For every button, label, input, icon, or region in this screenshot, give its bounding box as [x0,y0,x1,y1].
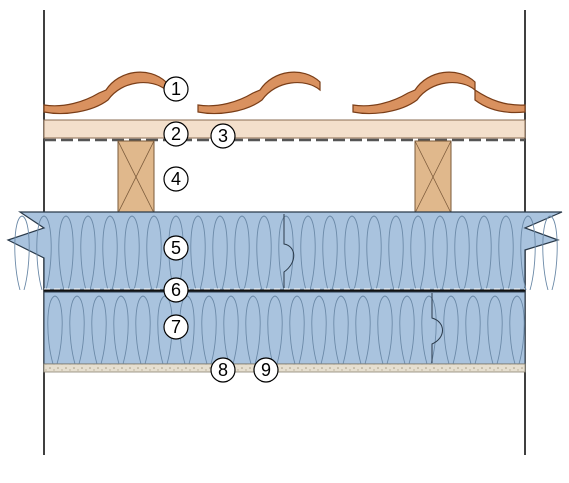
ceiling-lining [43,363,526,373]
insulation-fiber [421,295,437,364]
insulation-fiber [311,295,327,364]
insulation-fiber [69,295,85,364]
insulation-fiber [476,215,492,290]
roof-tile [43,71,167,115]
rafter-left [117,140,155,214]
roof-tile [352,71,476,115]
insulation-fiber [355,295,371,364]
insulation-fiber [344,215,360,290]
insulation-fiber [168,215,184,290]
insulation-fiber [388,215,404,290]
rafter-right [414,140,452,214]
insulation-fiber [487,295,503,364]
callout-8-label: 8 [218,360,228,380]
insulation-lower [43,291,526,365]
insulation-fiber [14,215,30,290]
callout-4-label: 4 [171,169,181,189]
insulation-fiber [333,295,349,364]
callout-5: 5 [163,235,189,261]
callout-7: 7 [163,314,189,340]
insulation-fiber [80,215,96,290]
insulation-fiber [454,215,470,290]
callout-5-label: 5 [171,238,181,258]
insulation-fiber [212,215,228,290]
insulation-fiber [102,215,118,290]
callout-1: 1 [163,76,189,102]
insulation-fiber [278,215,294,290]
callout-7-label: 7 [171,317,181,337]
insulation-fiber [146,215,162,290]
insulation-fiber [289,295,305,364]
insulation-fiber [245,295,261,364]
insulation-fiber [322,215,338,290]
insulation-fiber [91,295,107,364]
insulation-fiber [520,215,536,290]
insulation-fiber [443,295,459,364]
callout-4: 4 [163,166,189,192]
insulation-fiber [532,296,546,364]
callout-1-label: 1 [171,79,181,99]
insulation-fiber [124,215,140,290]
insulation-fiber [498,215,514,290]
insulation-fiber [465,295,481,364]
insulation-fiber [58,215,74,290]
callout-3-label: 3 [218,126,228,146]
insulation-fiber [509,295,525,364]
roof-tile-end [474,88,526,114]
insulation-fiber [234,215,250,290]
callout-9: 9 [253,357,279,383]
insulation-fiber [47,295,63,364]
insulation-fiber [190,215,206,290]
sarking-board [43,119,526,139]
insulation-lower-fibers [47,295,546,364]
insulation-fiber [377,295,393,364]
insulation-fiber [36,215,52,290]
callout-6-label: 6 [171,280,181,300]
callout-6: 6 [163,277,189,303]
insulation-upper-fibers [14,215,558,290]
insulation-fiber [542,215,558,290]
insulation-fiber [113,295,129,364]
insulation-fiber [366,215,382,290]
insulation-fiber [300,215,316,290]
insulation-fiber [410,215,426,290]
callout-2: 2 [163,121,189,147]
insulation-fiber [256,215,272,290]
insulation-fiber [201,295,217,364]
callout-9-label: 9 [261,360,271,380]
insulation-fiber [432,215,448,290]
insulation-fiber [399,295,415,364]
callout-2-label: 2 [171,124,181,144]
insulation-fiber [135,295,151,364]
insulation-fiber [223,295,239,364]
roof-tile [197,71,321,115]
callout-3: 3 [210,123,236,149]
callout-8: 8 [210,357,236,383]
insulation-fiber [267,295,283,364]
insulation-upper-seam [283,214,295,288]
roof-tiles [43,71,526,115]
insulation-lower-seam [431,293,443,363]
